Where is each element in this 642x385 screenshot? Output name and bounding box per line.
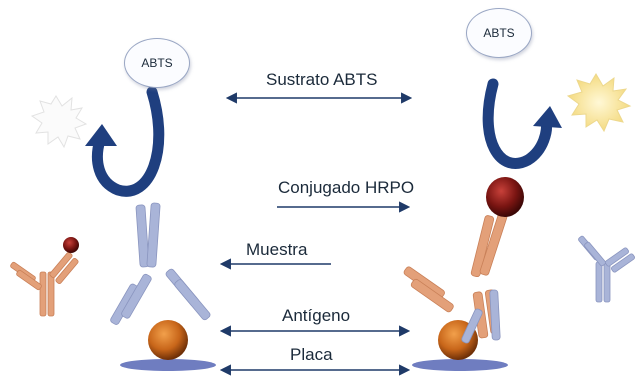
antigen-left <box>148 320 188 360</box>
abts-label-right: ABTS <box>483 26 515 40</box>
plate-right <box>412 359 508 371</box>
plate-left <box>120 359 216 371</box>
abts-bubble-left: ABTS <box>124 38 190 88</box>
curved-arrow-left-head <box>85 124 117 146</box>
hrpo-enzyme-right <box>486 177 524 217</box>
sample-antibody-left <box>110 202 211 325</box>
curved-arrow-right <box>482 78 552 169</box>
placa-label: Placa <box>290 345 333 364</box>
right-well <box>403 177 524 371</box>
left-well <box>110 202 216 371</box>
side-antibody-right <box>578 235 635 303</box>
muestra-label: Muestra <box>246 240 308 259</box>
conjugado-label: Conjugado HRPO <box>278 178 415 197</box>
sustrato-label: Sustrato ABTS <box>266 70 378 89</box>
antigeno-label: Antígeno <box>282 306 351 325</box>
abts-label-left: ABTS <box>141 56 173 70</box>
side-antibody-left <box>10 251 79 317</box>
curved-arrow-left <box>92 86 165 197</box>
product-burst-right <box>566 73 632 133</box>
sample-antibody-right <box>461 289 501 344</box>
product-burst-left <box>30 95 88 149</box>
curved-arrow-right-head <box>533 106 562 128</box>
abts-bubble-right: ABTS <box>466 8 532 58</box>
side-enzyme-left <box>63 237 79 253</box>
